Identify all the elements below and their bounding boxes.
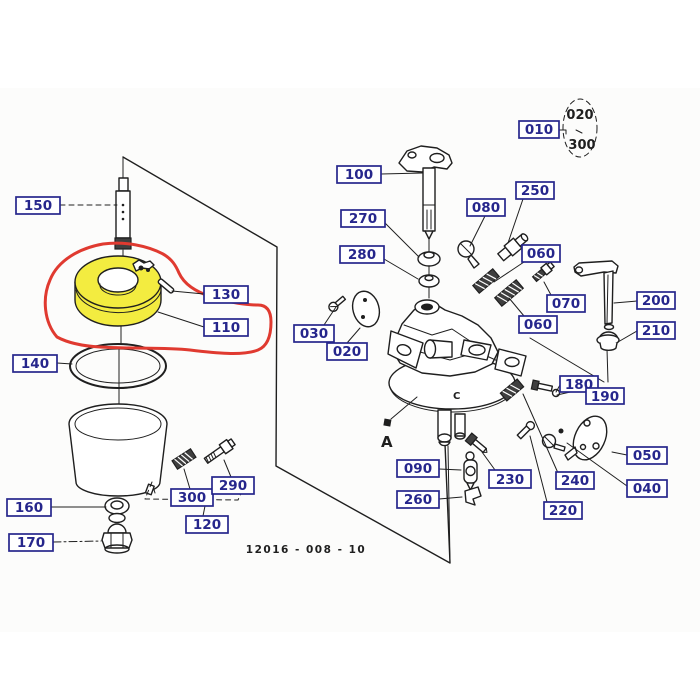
nut-part (104, 497, 130, 524)
view-marker-arrow (383, 396, 418, 427)
svg-text:150: 150 (24, 198, 52, 214)
stop-spring-240 (499, 378, 525, 402)
carburetor-body (387, 299, 527, 447)
svg-text:030: 030 (300, 326, 328, 342)
part-label-140: 140 (12, 354, 58, 373)
part-label-060-upper: 060 (521, 244, 561, 263)
svg-text:140: 140 (21, 356, 49, 372)
part-label-040: 040 (626, 479, 668, 498)
part-label-100: 100 (336, 165, 382, 184)
dashed-ref-020: 020 (566, 108, 593, 123)
part-label-090: 090 (396, 459, 440, 478)
svg-text:080: 080 (472, 200, 500, 216)
part-label-240: 240 (555, 471, 595, 490)
stop-screw-220 (516, 420, 536, 440)
part-label-120: 120 (185, 515, 229, 534)
part-label-030: 030 (293, 324, 335, 343)
svg-text:250: 250 (521, 183, 549, 199)
part-label-210: 210 (636, 321, 676, 340)
screw-spring-070 (531, 261, 555, 283)
svg-text:020: 020 (333, 344, 361, 360)
needle-valve-090 (463, 451, 478, 491)
svg-text:170: 170 (17, 535, 45, 551)
part-label-190: 190 (585, 387, 625, 405)
red-highlight-circle (43, 241, 273, 355)
svg-text:090: 090 (404, 461, 432, 477)
part-label-080: 080 (466, 198, 506, 217)
choke-screw-part (328, 295, 347, 313)
part-label-020: 020 (326, 342, 368, 361)
part-label-250: 250 (515, 181, 555, 200)
part-label-070: 070 (546, 294, 586, 313)
spring-060-lower (493, 278, 525, 308)
svg-text:260: 260 (404, 492, 432, 508)
ring-part-190 (551, 388, 561, 398)
svg-text:120: 120 (193, 517, 221, 533)
cap-nut-part (101, 523, 133, 554)
view-marker-a: A (381, 433, 393, 451)
figure-code: 12016 - 008 - 10 (246, 544, 366, 556)
dashed-ref-300: 300 (568, 138, 595, 153)
part-label-220: 220 (543, 501, 583, 520)
screw-part-230 (464, 432, 488, 454)
washer-280 (418, 274, 440, 288)
bracket-part-050 (564, 415, 608, 461)
part-label-160: 160 (6, 498, 52, 517)
throttle-shaft-part (398, 145, 453, 240)
grommet-part-210 (596, 331, 620, 351)
svg-text:070: 070 (552, 296, 580, 312)
clip-part-260 (464, 486, 482, 506)
svg-text:290: 290 (219, 478, 247, 494)
svg-text:240: 240 (561, 473, 589, 489)
part-label-170: 170 (8, 533, 54, 552)
svg-text:130: 130 (212, 287, 240, 303)
casting-mark-c: C (453, 391, 460, 402)
svg-text:220: 220 (549, 503, 577, 519)
svg-text:280: 280 (348, 247, 376, 263)
part-label-300: 300 (170, 488, 214, 507)
part-label-260: 260 (396, 490, 440, 509)
bolt-part-290 (203, 438, 236, 464)
svg-text:190: 190 (591, 389, 619, 405)
part-label-050: 050 (626, 446, 668, 465)
part-label-110: 110 (203, 318, 249, 337)
bowl-part (68, 403, 168, 497)
carburetor-assembly (328, 145, 620, 506)
part-label-280: 280 (339, 245, 385, 264)
svg-text:110: 110 (212, 320, 240, 336)
part-label-010: 010 (518, 120, 560, 139)
spring-part-300 (171, 447, 197, 471)
svg-text:040: 040 (633, 481, 661, 497)
choke-plate-part (351, 290, 381, 328)
svg-text:230: 230 (496, 472, 524, 488)
svg-text:060: 060 (527, 246, 555, 262)
jet-holder-250 (497, 233, 529, 262)
part-label-270: 270 (340, 209, 386, 228)
screw-part-180 (530, 379, 554, 392)
clip-part (132, 259, 175, 294)
part-label-290: 290 (211, 476, 255, 495)
part-label-130: 130 (203, 285, 249, 304)
svg-text:270: 270 (349, 211, 377, 227)
svg-text:200: 200 (642, 293, 670, 309)
spring-060-upper (471, 267, 501, 295)
washer-270 (417, 251, 441, 267)
plane-outline (122, 156, 451, 564)
part-label-230: 230 (488, 469, 532, 489)
lever-part-200 (573, 260, 619, 331)
svg-text:160: 160 (15, 500, 43, 516)
svg-text:060: 060 (524, 317, 552, 333)
svg-text:010: 010 (525, 122, 553, 138)
part-label-150: 150 (15, 196, 61, 215)
svg-text:300: 300 (178, 490, 206, 506)
svg-text:050: 050 (633, 448, 661, 464)
svg-text:210: 210 (642, 323, 670, 339)
dashed-ref-group: 020 300 (562, 98, 598, 158)
part-label-060-lower: 060 (518, 315, 558, 334)
part-label-200: 200 (636, 291, 676, 310)
svg-text:100: 100 (345, 167, 373, 183)
part-labels: 150 130 110 140 160 170 300 290 120 100 … (6, 120, 676, 552)
